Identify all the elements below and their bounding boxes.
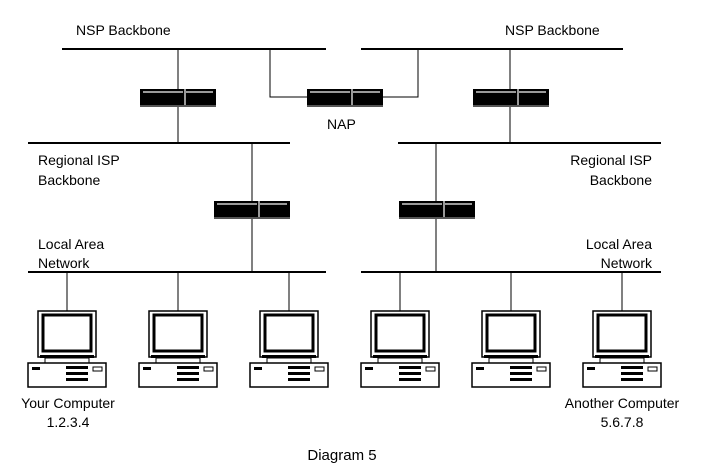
lan-left-label-line2: Network — [38, 255, 90, 271]
nap-link-left — [269, 49, 307, 98]
regional-isp-right-label-line1: Regional ISP — [570, 152, 652, 168]
nsp-backbone-left-label: NSP Backbone — [76, 22, 171, 38]
router-nap-icon — [307, 89, 383, 107]
computer-icon-3 — [248, 309, 330, 389]
another-computer-label: Another Computer — [564, 395, 680, 411]
nsp-backbone-right-label: NSP Backbone — [505, 22, 600, 38]
router-nsp-left-icon — [140, 89, 216, 107]
lan-right-label-line1: Local Area — [585, 236, 652, 252]
lan-left-label-line1: Local Area — [38, 236, 105, 252]
computer-icon-2 — [137, 309, 219, 389]
nap-label: NAP — [327, 116, 356, 132]
computer-icon-4 — [359, 309, 441, 389]
computer-icon-5 — [470, 309, 552, 389]
router-regional-left-icon — [214, 201, 290, 219]
regional-isp-left-label-line1: Regional ISP — [38, 152, 120, 168]
regional-isp-left-label-line2: Backbone — [38, 172, 101, 188]
another-computer-ip: 5.6.7.8 — [600, 414, 644, 430]
lan-right-label-line2: Network — [600, 255, 652, 271]
router-nsp-right-icon — [473, 89, 549, 107]
your-computer-label: Your Computer — [21, 395, 115, 411]
regional-isp-right-label-line2: Backbone — [589, 172, 652, 188]
your-computer-ip: 1.2.3.4 — [46, 414, 90, 430]
computer-icon-your-computer — [26, 309, 108, 389]
diagram-caption: Diagram 5 — [307, 447, 377, 464]
computer-icon-another-computer — [581, 309, 663, 389]
router-regional-right-icon — [399, 201, 475, 219]
nap-link-right — [383, 49, 419, 98]
